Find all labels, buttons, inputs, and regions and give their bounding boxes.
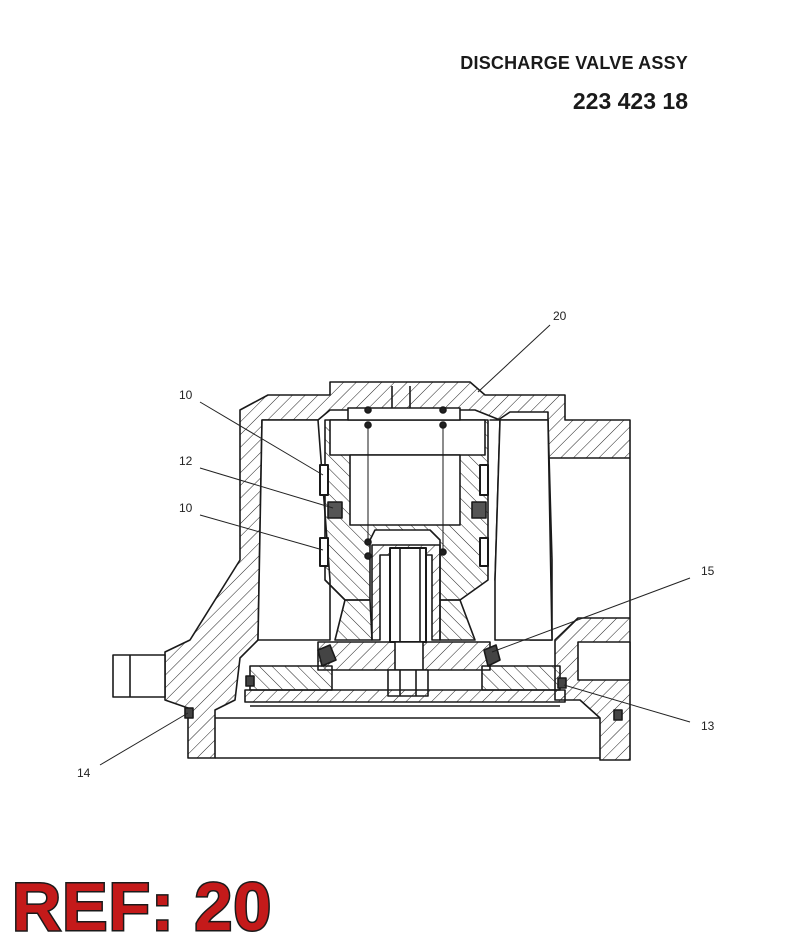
callout-10-lower: 10 (179, 501, 193, 515)
ref-label: REF: 20 (10, 868, 273, 946)
seal-15-right (483, 644, 501, 667)
base-flange-left (249, 665, 333, 691)
right-port (577, 641, 631, 681)
callout-15: 15 (701, 564, 715, 578)
inner-cavity (257, 419, 331, 641)
oring-13 (557, 677, 567, 689)
left-boss (112, 654, 166, 698)
seal-12-left (327, 501, 343, 519)
base-flange-right (481, 665, 561, 691)
drawing-title: DISCHARGE VALVE ASSY (460, 53, 688, 73)
oring-right-base (613, 709, 623, 721)
ring-10-right-lower (479, 537, 489, 567)
seal-15-left (317, 644, 337, 667)
ring-10-left-upper (319, 464, 329, 496)
oring-14 (184, 707, 194, 719)
callout-13: 13 (701, 719, 715, 733)
ring-10-left-lower (319, 537, 329, 567)
base-plate (244, 689, 566, 703)
callout-14: 14 (77, 766, 91, 780)
callout-10-upper: 10 (179, 388, 193, 402)
cage-top-chamber (329, 419, 486, 456)
seal-12-right (471, 501, 487, 519)
cage-skirt (334, 599, 373, 641)
ring-10-right-upper (479, 464, 489, 496)
callout-12: 12 (179, 454, 193, 468)
callout-20: 20 (553, 309, 567, 323)
part-number: 223 423 18 (572, 88, 688, 114)
cage-lid (347, 407, 461, 421)
inner-cavity-right (494, 419, 553, 641)
valve-stem (371, 544, 441, 641)
